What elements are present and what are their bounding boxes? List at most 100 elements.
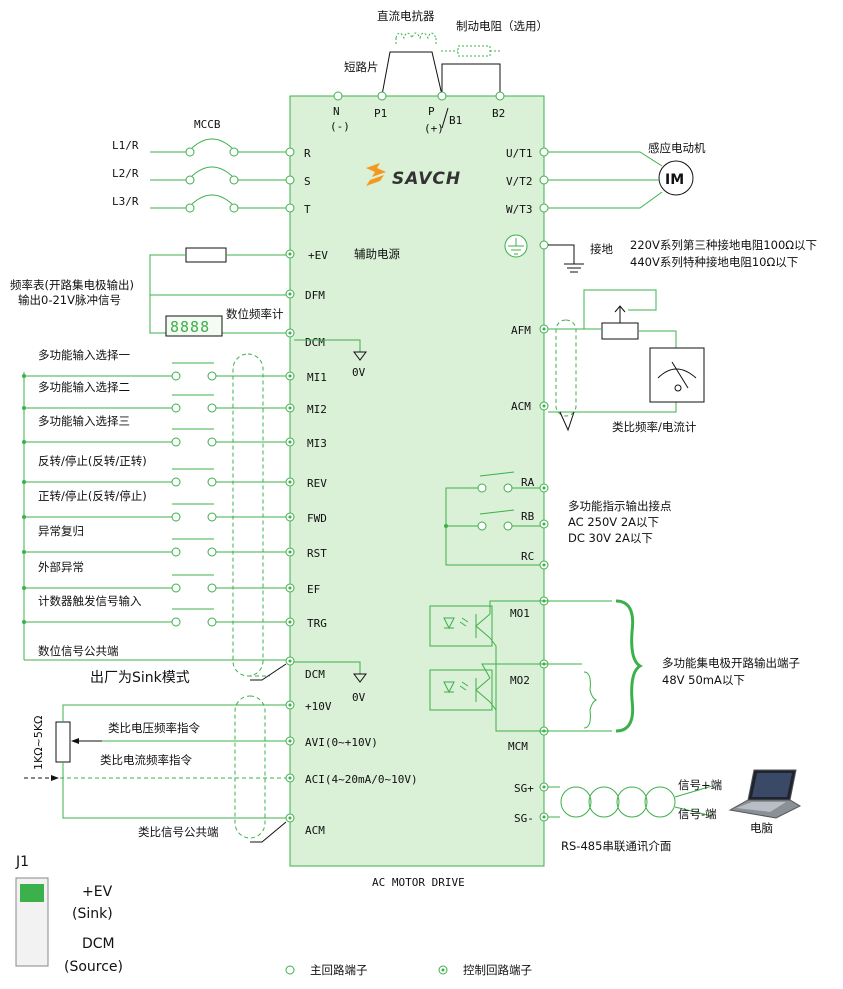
ground-note-440v: 440V系列特种接地电阻10Ω以下 bbox=[630, 255, 798, 269]
input-terminal-label: MI1 bbox=[307, 371, 327, 384]
input-dashed-enclosure bbox=[232, 353, 264, 677]
terminal-ground[interactable] bbox=[539, 240, 549, 250]
terminal-n-label: N bbox=[333, 105, 340, 118]
pc-label: 电脑 bbox=[750, 821, 773, 835]
terminal-s[interactable] bbox=[285, 175, 295, 185]
terminal-n[interactable] bbox=[333, 91, 343, 101]
drive-body bbox=[289, 95, 545, 867]
terminal-ev-label: +EV bbox=[308, 249, 328, 262]
terminal-t[interactable] bbox=[285, 203, 295, 213]
terminal-rc-label: RC bbox=[521, 550, 534, 563]
signal-minus-label: 信号-端 bbox=[678, 807, 717, 821]
pullup-resistor-icon bbox=[185, 247, 227, 263]
inputs-layer: 多功能输入选择一MI1多功能输入选择二MI2多功能输入选择三MI3反转/停止(反… bbox=[22, 348, 327, 630]
terminal-p-sign: (+) bbox=[424, 122, 444, 135]
input-switch-contact bbox=[207, 371, 217, 381]
terminal-mo1-label: MO1 bbox=[510, 607, 530, 620]
rs485-label: RS-485串联通讯介面 bbox=[561, 839, 671, 853]
zero-v-symbol-icon bbox=[353, 351, 367, 361]
digital-display-icon bbox=[165, 315, 223, 337]
motor-label: 感应电动机 bbox=[648, 141, 706, 155]
input-terminal-label: MI3 bbox=[307, 437, 327, 450]
input-switch-contact bbox=[207, 512, 217, 522]
terminal-p-label: P bbox=[428, 105, 435, 118]
input-label: 多功能输入选择一 bbox=[38, 348, 130, 362]
terminal-acm-right-label: ACM bbox=[511, 400, 531, 413]
legend-control-terminal-label: 控制回路端子 bbox=[463, 963, 532, 977]
input-switch-contact bbox=[207, 583, 217, 593]
input-switch-contact bbox=[207, 617, 217, 627]
terminal-acm-left-label: ACM bbox=[305, 824, 325, 837]
digital-common-label: 数位信号公共端 bbox=[38, 644, 119, 658]
terminal-p1[interactable] bbox=[377, 91, 387, 101]
terminal-b2[interactable] bbox=[495, 91, 505, 101]
terminal-n-sign: (-) bbox=[330, 120, 350, 133]
mccb-label: MCCB bbox=[194, 118, 221, 131]
analog-meter-icon bbox=[649, 347, 705, 403]
aux-power-label: 辅助电源 bbox=[354, 247, 400, 261]
terminal-sg-minus-label: SG- bbox=[514, 812, 534, 825]
terminal-sg-plus-label: SG+ bbox=[514, 782, 534, 795]
terminal-r[interactable] bbox=[285, 147, 295, 157]
input-row: 多功能输入选择一 MI1 bbox=[22, 348, 327, 384]
terminal-v[interactable] bbox=[539, 175, 549, 185]
input-switch-contact bbox=[207, 437, 217, 447]
input-terminal-label: FWD bbox=[307, 512, 327, 525]
terminal-b2-label: B2 bbox=[492, 107, 505, 120]
zero-v-label: 0V bbox=[352, 366, 366, 379]
savch-logo: SAVCH bbox=[366, 163, 461, 189]
meter-label: 类比频率/电流计 bbox=[612, 420, 697, 434]
input-switch-contact bbox=[171, 512, 181, 522]
input-switch-contact bbox=[171, 547, 181, 557]
input-terminal-label: REV bbox=[307, 477, 327, 490]
input-row: 外部异常 EF bbox=[22, 560, 320, 596]
relay-spec-dc: DC 30V 2A以下 bbox=[568, 531, 653, 545]
terminal-rb-label: RB bbox=[521, 510, 535, 523]
brake-resistor-icon bbox=[457, 45, 491, 57]
twisted-pair-icon bbox=[548, 785, 713, 818]
drive-bottom-label: AC MOTOR DRIVE bbox=[372, 876, 465, 889]
ground-note-220v: 220V系列第三种接地电阻100Ω以下 bbox=[630, 238, 817, 252]
terminal-u[interactable] bbox=[539, 147, 549, 157]
input-switch-contact bbox=[207, 477, 217, 487]
input-switch-contact bbox=[171, 477, 181, 487]
terminal-dcm-top-label: DCM bbox=[305, 336, 325, 349]
optocoupler-2-icon bbox=[429, 669, 493, 711]
legend-main-terminal-icon bbox=[285, 965, 295, 975]
relay-spec-ac: AC 250V 2A以下 bbox=[568, 515, 659, 529]
input-switch-contact bbox=[171, 403, 181, 413]
input-label: 外部异常 bbox=[38, 560, 84, 574]
terminal-mo2-label: MO2 bbox=[510, 674, 530, 687]
mo-label: 多功能集电极开路输出端子 bbox=[662, 656, 800, 670]
terminal-w[interactable] bbox=[539, 203, 549, 213]
terminal-10v-label: +10V bbox=[305, 700, 332, 713]
terminal-mcm-label: MCM bbox=[508, 740, 528, 753]
dc-reactor-label: 直流电抗器 bbox=[377, 9, 435, 23]
input-label: 反转/停止(反转/正转) bbox=[38, 454, 147, 468]
line-l3-label: L3/R bbox=[112, 195, 139, 208]
current-cmd-label: 类比电流频率指令 bbox=[100, 753, 192, 767]
mo-small-brace bbox=[583, 671, 598, 729]
ground-symbol-icon bbox=[504, 234, 528, 258]
zero-v2-symbol-icon bbox=[353, 673, 367, 683]
terminal-b1-label: B1 bbox=[449, 114, 462, 127]
input-switch-contact bbox=[207, 403, 217, 413]
terminal-p[interactable] bbox=[437, 91, 447, 101]
input-terminal-label: EF bbox=[307, 583, 320, 596]
input-label: 正转/停止(反转/停止) bbox=[38, 489, 147, 503]
short-bar-label: 短路片 bbox=[344, 60, 379, 74]
line-l1-label: L1/R bbox=[112, 139, 139, 152]
jumper-source-label: (Source) bbox=[64, 959, 123, 975]
signal-plus-label: 信号+端 bbox=[678, 778, 722, 792]
input-row: 正转/停止(反转/停止) FWD bbox=[22, 489, 327, 525]
input-label: 异常复归 bbox=[38, 524, 84, 538]
analog-dashed-enclosure bbox=[234, 695, 266, 839]
brand-name: SAVCH bbox=[392, 169, 461, 189]
terminal-ra-label: RA bbox=[521, 476, 535, 489]
input-switch-contact bbox=[171, 583, 181, 593]
motor-icon bbox=[658, 160, 694, 196]
optocoupler-1-icon bbox=[429, 605, 493, 647]
jumper-name: J1 bbox=[15, 854, 29, 870]
